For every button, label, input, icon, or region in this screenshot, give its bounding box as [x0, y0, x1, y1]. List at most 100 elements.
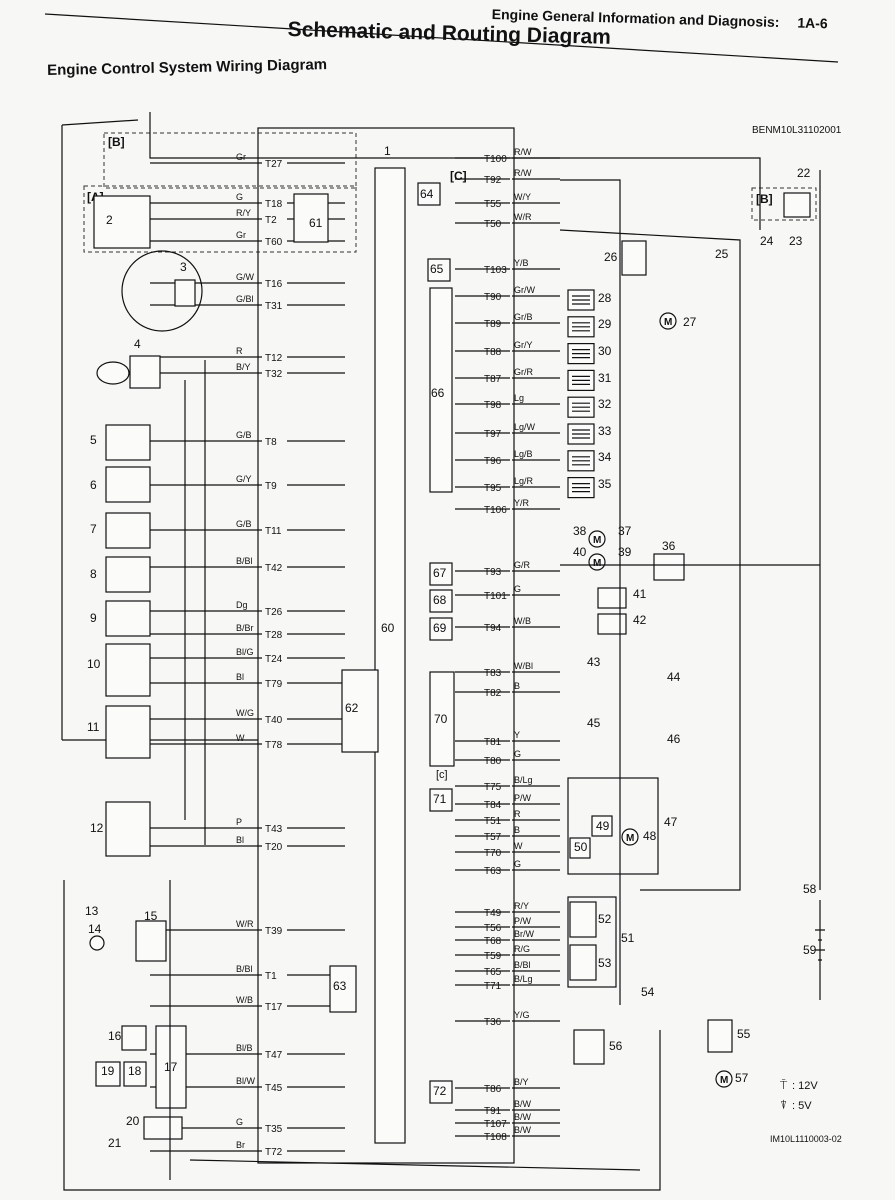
- injector-28-coil: [572, 295, 590, 305]
- component-68-label: 68: [433, 593, 447, 607]
- component-64-box: [417, 182, 441, 206]
- component-9-label: 9: [90, 611, 97, 625]
- terminal-t82: T82: [484, 688, 502, 699]
- component-64-label: 64: [420, 187, 434, 201]
- terminal-t80: T80: [484, 756, 502, 767]
- terminal-t50: T50: [484, 219, 502, 230]
- crank-wheel-icon: [121, 250, 203, 332]
- terminal-t88: T88: [484, 347, 502, 358]
- relay-26-icon: [621, 240, 647, 276]
- wire-color-t45: Bl/W: [236, 1076, 256, 1086]
- terminal-t91: T91: [484, 1106, 502, 1117]
- ecm-body-number: 60: [381, 621, 395, 635]
- terminal-t96: T96: [484, 456, 502, 467]
- component-47-label: 47: [664, 815, 678, 829]
- wire-color-t18: G: [236, 192, 243, 202]
- wire-color-t9: G/Y: [236, 474, 252, 484]
- injector-32-coil: [572, 402, 590, 412]
- component-65-box: [427, 258, 451, 282]
- component-28-label: 28: [598, 291, 612, 305]
- component-25-label: 25: [715, 247, 729, 261]
- wire-color-t81: Y: [514, 730, 520, 740]
- relay-36-icon: [653, 553, 685, 581]
- terminal-t55: T55: [484, 199, 502, 210]
- component-33-label: 33: [598, 424, 612, 438]
- components: 2345678910111213141516171819202122232425…: [85, 166, 817, 1150]
- wire-color-t20: Bl: [236, 835, 244, 845]
- component-11-box: [105, 705, 151, 759]
- ground-bus: [63, 880, 661, 1191]
- terminal-t9: T9: [265, 481, 277, 492]
- component-54-label: 54: [641, 985, 655, 999]
- motor-letter-2: M: [593, 558, 601, 569]
- diagram-frame: [61, 119, 258, 741]
- component-42-label: 42: [633, 613, 647, 627]
- terminal-t36: T36: [484, 1017, 502, 1028]
- component-63-box: [329, 965, 357, 1013]
- motor-symbol-2: [588, 553, 606, 571]
- component-71-box: [429, 788, 453, 812]
- component-19-box: [95, 1061, 121, 1087]
- terminal-t78: T78: [265, 740, 283, 751]
- terminal-t92: T92: [484, 175, 502, 186]
- wire-color-t80: G: [514, 749, 521, 759]
- component-32-label: 32: [598, 397, 612, 411]
- component-11-label: 11: [87, 720, 100, 734]
- wire-color-t43: P: [236, 817, 242, 827]
- component-6-label: 6: [90, 478, 97, 492]
- ignition-coil-41-symbol: [597, 587, 627, 609]
- component-49-box: [591, 815, 613, 837]
- component-7-box: [105, 512, 151, 549]
- component-50-label: 50: [574, 840, 588, 854]
- component-8-box: [105, 556, 151, 593]
- ecm-core: [374, 167, 406, 1144]
- component-12-box: [105, 801, 151, 857]
- component-29-label: 29: [598, 317, 612, 331]
- component-15-box: [135, 920, 167, 962]
- component-52-box: [569, 901, 597, 938]
- signal-bus: [559, 179, 820, 1005]
- component-40-label: 40: [573, 545, 587, 559]
- component-36-label: 36: [662, 539, 676, 553]
- component-53-label: 53: [598, 956, 612, 970]
- power-bus: [149, 112, 825, 1000]
- wire-color-t90: Gr/W: [514, 285, 535, 295]
- terminal-t45: T45: [265, 1083, 283, 1094]
- wire-color-t68: Br/W: [514, 929, 535, 939]
- terminal-t1: T1: [265, 971, 277, 982]
- terminal-t12: T12: [265, 353, 283, 364]
- component-16-box: [121, 1025, 147, 1051]
- terminal-t106: T106: [484, 505, 507, 516]
- motor-symbol-4: [715, 1070, 733, 1088]
- component-7-label: 7: [90, 522, 97, 536]
- component-13-label: 13: [85, 904, 99, 918]
- wire-color-t8: G/B: [236, 430, 252, 440]
- component-22-label: 22: [797, 166, 811, 180]
- wire-color-t101: G: [514, 584, 521, 594]
- wire-color-t97: Lg/W: [514, 422, 536, 432]
- terminal-t11: T11: [265, 526, 282, 537]
- component-12-label: 12: [90, 821, 104, 835]
- terminal-t8: T8: [265, 437, 277, 448]
- terminal-t68: T68: [484, 936, 502, 947]
- component-57-label: 57: [735, 1071, 749, 1085]
- wire-color-t88: Gr/Y: [514, 340, 533, 350]
- component-4-label: 4: [134, 337, 141, 351]
- component-61-label: 61: [309, 216, 323, 230]
- component-14-label: 14: [88, 922, 102, 936]
- wire-color-t83: W/Bl: [514, 661, 533, 671]
- wire-color-t63: G: [514, 859, 521, 869]
- terminal-t16: T16: [265, 279, 283, 290]
- component-46-label: 46: [667, 732, 681, 746]
- component-58-label: 58: [803, 882, 817, 896]
- injector-31-coil: [572, 375, 590, 385]
- component-70-box: [429, 671, 455, 767]
- group-47-outline: [567, 777, 659, 875]
- terminal-t87: T87: [484, 374, 502, 385]
- component-10-box: [105, 643, 151, 697]
- component-69-box: [429, 617, 453, 641]
- component-35-label: 35: [598, 477, 612, 491]
- wire-color-t82: B: [514, 681, 520, 691]
- component-70-label: 70: [434, 712, 448, 726]
- wire-color-t36: Y/G: [514, 1010, 530, 1020]
